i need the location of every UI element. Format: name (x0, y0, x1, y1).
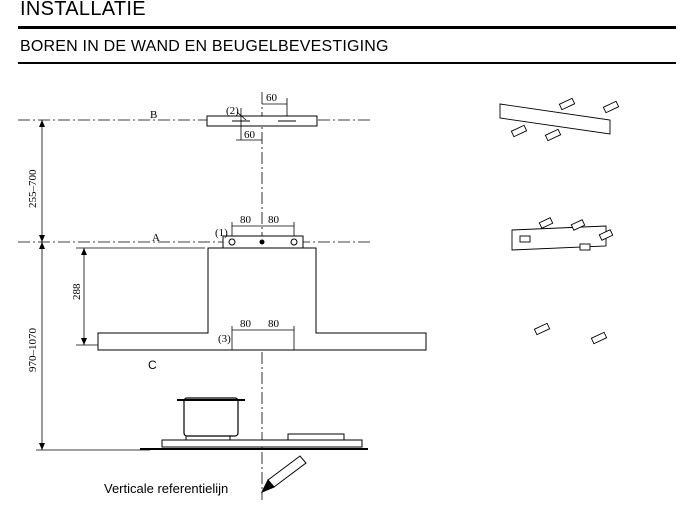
callout-2: (2) (226, 105, 239, 117)
label-c: C (148, 358, 157, 372)
title-divider (18, 26, 676, 29)
hood-body (97, 247, 427, 351)
page-title: INSTALLATIE (20, 0, 146, 20)
callout-3: (3) (218, 333, 231, 345)
wall-bracket (222, 235, 304, 249)
dim-80-a-left: 80 (240, 214, 252, 226)
section-subtitle: BOREN IN DE WAND EN BEUGELBEVESTIGING (20, 38, 389, 55)
dim-80-a-right: 80 (268, 214, 280, 226)
label-b: B (150, 109, 157, 121)
bracket-detail-b (499, 97, 620, 142)
cooktop (140, 433, 368, 450)
dimension-arrowheads (39, 120, 87, 450)
dim-80-c-right: 80 (268, 318, 280, 330)
top-bracket-dims (236, 98, 288, 141)
pencil-icon (260, 455, 307, 493)
dim-80-c-left: 80 (240, 318, 252, 330)
screw-detail (533, 322, 608, 345)
dim-255-700: 255–700 (27, 169, 39, 208)
callout-1: (1) (215, 227, 228, 239)
dim-60-bottom: 60 (244, 129, 256, 141)
subtitle-divider (18, 62, 676, 64)
left-dimensions (36, 120, 205, 451)
top-bracket (206, 115, 318, 127)
label-a: A (152, 232, 160, 244)
dim-970-1070: 970–1070 (27, 328, 39, 373)
hood-dims (231, 326, 295, 350)
pot (177, 397, 245, 437)
wall-bracket-dims (231, 222, 295, 236)
dim-60-top: 60 (266, 92, 278, 104)
bracket-detail-a (511, 217, 614, 251)
reference-line-caption: Verticale referentielijn (104, 481, 229, 496)
dim-288: 288 (71, 283, 83, 300)
